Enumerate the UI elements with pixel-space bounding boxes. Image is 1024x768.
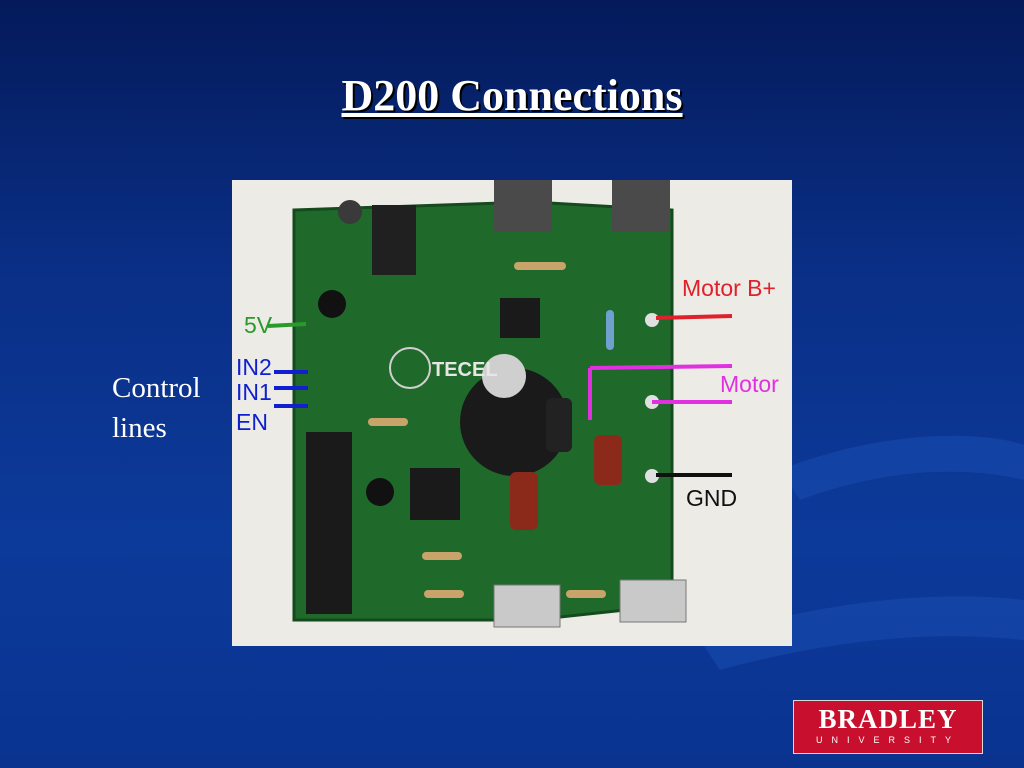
label-motor-b-plus: Motor B+ xyxy=(682,275,776,301)
d200-board-photo: TECEL xyxy=(232,180,792,646)
label-in1: IN1 xyxy=(236,379,272,405)
control-lines-label: Control lines xyxy=(112,372,201,444)
label-5v: 5V xyxy=(244,312,273,338)
label-en: EN xyxy=(236,409,268,435)
board-brand-text: TECEL xyxy=(432,359,498,381)
bradley-university-logo: BRADLEY UNIVERSITY xyxy=(793,700,983,754)
logo-subtitle: UNIVERSITY xyxy=(815,735,960,745)
label-gnd: GND xyxy=(686,485,738,511)
slide-title: D200 Connections xyxy=(341,71,683,120)
label-in2: IN2 xyxy=(236,354,272,380)
logo-name: BRADLEY xyxy=(818,704,958,734)
label-motor: Motor xyxy=(720,371,779,397)
